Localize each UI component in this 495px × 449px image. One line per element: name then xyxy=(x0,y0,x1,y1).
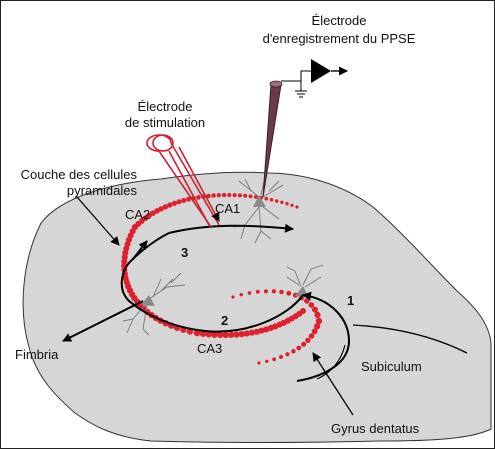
pyramidal-cell-dot xyxy=(199,330,207,337)
granule-cell-dot xyxy=(291,349,296,354)
granule-cell-dot xyxy=(314,311,321,318)
subiculum-boundary-lower xyxy=(316,344,346,380)
pyramidal-cell-dot xyxy=(264,196,269,201)
granule-cell-dot xyxy=(304,298,310,304)
granule-cell-dot xyxy=(279,289,284,295)
pyramidal-cell-dot xyxy=(243,330,250,337)
ca1-pyramidal-soma xyxy=(253,195,266,207)
recording-electrode-subtitle: d'enregistrement du PPSE xyxy=(263,31,416,46)
pyramidal-cell-dot xyxy=(121,254,128,261)
stimulation-electrode xyxy=(146,134,219,227)
granule-cell-dot xyxy=(257,361,261,365)
pyramidal-cell-dot xyxy=(211,193,216,198)
ca3-pyramidal-soma xyxy=(141,295,155,306)
pyramidal-cell-dot xyxy=(171,200,177,206)
granule-cell-dot xyxy=(285,352,290,357)
pyramidal-cell-dot xyxy=(211,331,218,338)
granule-cell-dot xyxy=(231,295,235,299)
pathway-number-1: 1 xyxy=(347,293,354,308)
pyramidal-cell-dot xyxy=(237,193,242,198)
granule-cell-dot xyxy=(314,323,321,330)
ca3-label: CA3 xyxy=(197,341,222,356)
granule-cell-dot xyxy=(272,357,276,362)
granule-cell-dot xyxy=(286,290,292,296)
pyramidal-cell-dot xyxy=(227,192,232,198)
recording-electrode-title: Électrode xyxy=(312,13,367,28)
hippocampal-slice xyxy=(22,171,492,443)
pyramidal-cell-dot xyxy=(248,329,256,336)
pyramidal-cell-dot xyxy=(248,194,253,199)
granule-cell-dot xyxy=(296,345,302,351)
granule-cell-dot xyxy=(312,306,318,313)
pyramidal-cell-dot xyxy=(285,202,289,206)
pyramidal-cell-dot xyxy=(274,199,279,203)
pyramidal-cell-dot xyxy=(167,202,173,208)
pyramidal-cell-dot xyxy=(186,196,191,202)
mossy-fiber-path xyxy=(120,232,304,333)
pyramidal-cell-dot xyxy=(232,193,237,198)
pyramidal-cell-dot xyxy=(258,327,265,334)
pyramidal-cell-dot xyxy=(162,204,169,210)
granule-cell-dot xyxy=(239,292,243,297)
pyramidal-cell-dot xyxy=(181,197,187,204)
pyramidal-cell-dot xyxy=(205,331,212,338)
pyramidal-layer-label-2: pyramidales xyxy=(67,183,138,198)
pathway-number-3: 3 xyxy=(181,245,188,260)
subiculum-boundary xyxy=(352,324,468,354)
granule-cell-dot xyxy=(301,341,307,347)
granule-cell-dot xyxy=(255,289,260,294)
pyramidal-cell-dot xyxy=(176,199,182,205)
pyramidal-cell-dot xyxy=(238,330,245,338)
granule-cell-dot xyxy=(279,355,283,359)
fimbria-label: Fimbria xyxy=(15,347,59,362)
subiculum-label: Subiculum xyxy=(361,359,422,374)
pyramidal-cell-dot xyxy=(158,206,164,212)
pyramidal-cell-dot xyxy=(217,331,224,339)
pyramidal-cell-dot xyxy=(154,208,160,214)
gyrus-dentatus-pointer xyxy=(312,352,354,416)
pathway-number-2: 2 xyxy=(221,313,228,328)
pyramidal-cell-dot xyxy=(221,192,227,198)
granule-cell-dot xyxy=(271,289,277,294)
pyramidal-cell-dot xyxy=(295,205,299,209)
pyramidal-cell-dot xyxy=(222,331,229,339)
pyramidal-cell-dot xyxy=(290,203,294,207)
fimbria-output-arrow xyxy=(62,300,144,342)
ca1-label: CA1 xyxy=(215,201,240,216)
pyramidal-cell-dot xyxy=(216,192,222,198)
pyramidal-cell-dot xyxy=(206,193,211,199)
schaffer-collateral-arrow xyxy=(168,223,294,234)
pyramidal-cell-dot xyxy=(269,197,274,202)
pyramidal-cell-dot xyxy=(253,195,258,199)
gyrus-dentatus-label: Gyrus dentatus xyxy=(331,421,420,436)
pyramidal-cell-dot xyxy=(243,193,248,198)
granule-cell-dot xyxy=(308,302,315,308)
granule-cell-dot xyxy=(247,291,252,295)
pyramidal-layer-label: Couche des cellules xyxy=(21,167,138,182)
granule-cell-dot xyxy=(315,317,323,325)
stimulation-electrode-title: Électrode xyxy=(138,99,193,114)
granule-cell-dot xyxy=(311,328,318,335)
perforant-path-arrow xyxy=(296,291,351,382)
pyramidal-cell-dot xyxy=(233,331,240,338)
pyramidal-cell-dot xyxy=(300,308,306,314)
recording-electrode xyxy=(262,59,348,198)
granule-cell-dot xyxy=(265,359,269,364)
pyramidal-cell-dot xyxy=(196,195,201,200)
pyramidal-layer-pointer xyxy=(76,196,120,246)
pyramidal-cell-dot xyxy=(121,258,128,265)
pyramidal-cell-dot xyxy=(193,329,201,337)
ca2-label: CA2 xyxy=(125,207,150,222)
pyramidal-cell-dot xyxy=(253,328,260,335)
granule-cell-dot xyxy=(305,337,311,343)
stimulation-electrode-subtitle: de stimulation xyxy=(125,115,205,130)
granule-cell-dot xyxy=(308,333,315,339)
ca2-branch-arrow xyxy=(132,240,148,260)
pyramidal-cell-dot xyxy=(228,331,235,338)
granule-cell-dot xyxy=(263,289,269,294)
pyramidal-cell-layer xyxy=(121,192,323,365)
pyramidal-cell-dot xyxy=(280,200,284,205)
